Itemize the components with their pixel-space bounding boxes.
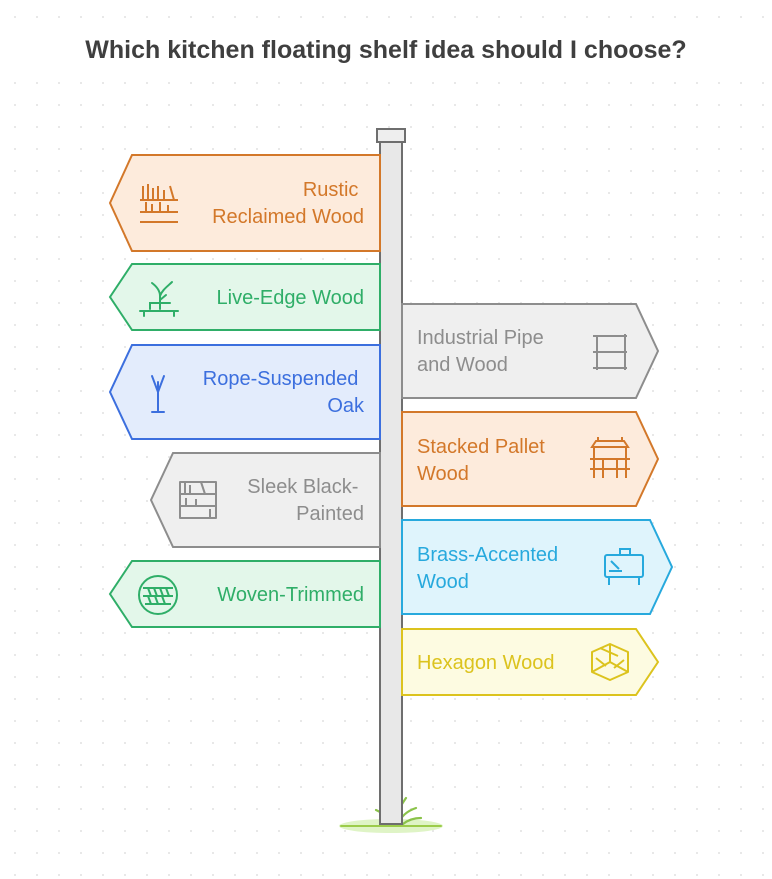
pallet-icon — [590, 437, 630, 478]
sign-label: Live-Edge Wood — [217, 287, 365, 309]
sign-label: Rustic Reclaimed Wood — [212, 179, 364, 228]
sign-label: Brass-Accented Wood — [417, 544, 564, 593]
pipe-shelf-icon — [593, 334, 627, 370]
bookcase-icon — [179, 481, 217, 519]
sign-woven[interactable]: Woven-Trimmed — [108, 560, 381, 628]
woven-basket-icon — [138, 575, 178, 615]
sign-label: Rope-Suspended Oak — [203, 368, 365, 417]
rope-hanger-icon — [151, 375, 165, 413]
sign-label: Woven-Trimmed — [217, 584, 364, 606]
sign-label: Hexagon Wood — [417, 652, 555, 674]
sign-label: Industrial Pipe and Wood — [417, 327, 549, 376]
signpost-pole — [376, 128, 406, 825]
sign-industrial[interactable]: Industrial Pipe and Wood — [401, 303, 660, 399]
sign-live-edge[interactable]: Live-Edge Wood — [108, 263, 381, 331]
sign-pallet[interactable]: Stacked Pallet Wood — [401, 411, 660, 507]
sign-label: Stacked Pallet Wood — [417, 436, 550, 485]
sign-sleek[interactable]: Sleek Black- Painted — [149, 452, 381, 548]
sign-rustic[interactable]: Rustic Reclaimed Wood — [108, 154, 381, 252]
hexagon-icon — [591, 643, 629, 681]
sign-rope[interactable]: Rope-Suspended Oak — [108, 344, 381, 440]
sign-label: Sleek Black- Painted — [247, 476, 364, 525]
cabinet-icon — [604, 548, 644, 585]
sign-brass[interactable]: Brass-Accented Wood — [401, 519, 674, 615]
page-title: Which kitchen floating shelf idea should… — [0, 36, 772, 65]
bookshelf-icon — [140, 184, 178, 223]
sign-hexagon[interactable]: Hexagon Wood — [401, 628, 660, 696]
branch-shelf-icon — [139, 281, 179, 317]
